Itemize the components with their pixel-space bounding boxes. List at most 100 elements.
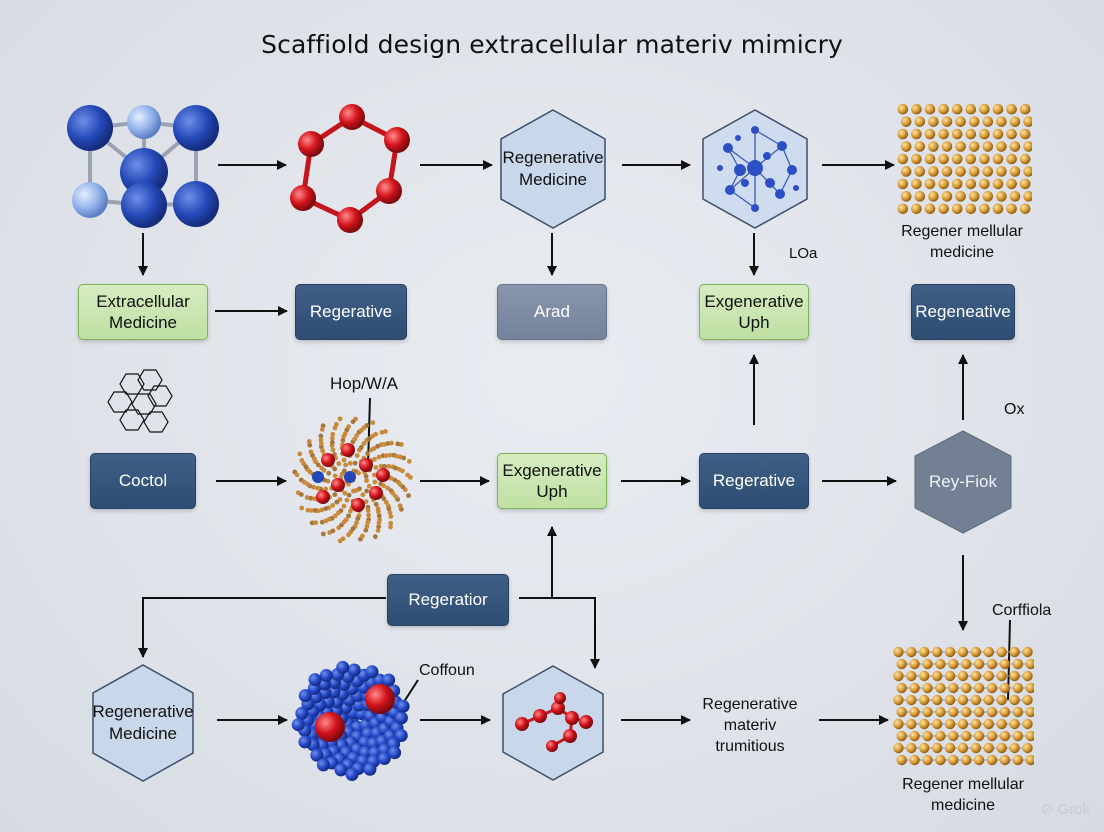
gold-particle (914, 141, 926, 152)
blue-sphere (347, 663, 361, 677)
protein-atom (398, 442, 404, 447)
gold-particle (957, 742, 969, 754)
protein-atom (309, 508, 314, 513)
gold-particle (986, 754, 998, 766)
gold-particle (999, 754, 1011, 766)
gold-particle (955, 191, 966, 202)
protein-atom (388, 514, 394, 519)
gold-particle (906, 670, 917, 682)
protein-atom (346, 492, 352, 498)
hexagon-red-molecule-icon (502, 665, 604, 781)
protein-atom (332, 425, 338, 431)
gold-particle (1009, 742, 1020, 754)
gold-particle (961, 682, 972, 694)
gold-particle (928, 166, 939, 177)
gold-particle (931, 694, 943, 706)
gold-particle (973, 658, 985, 670)
blue-sphere (310, 748, 324, 762)
blue-sphere (319, 669, 333, 683)
gold-particle (1023, 166, 1032, 177)
protein-atom (318, 433, 324, 439)
gold-particle (1022, 670, 1033, 682)
gold-particle (938, 153, 949, 165)
gold-particle (996, 742, 1007, 754)
protein-atom (381, 463, 387, 469)
gold-particle (938, 203, 949, 215)
red-atom (351, 498, 365, 512)
hex-label-regenerative-medicine: Regenerative Medicine (502, 147, 604, 189)
protein-atom (343, 462, 348, 468)
blue-sphere (345, 767, 359, 781)
blue-sphere (394, 729, 408, 743)
protein-atom (318, 441, 324, 447)
protein-atom (388, 440, 394, 446)
gold-particle (996, 694, 1007, 706)
gold-particle (906, 742, 917, 754)
gold-particle (1022, 718, 1033, 730)
gold-particle (970, 718, 982, 730)
gold-particle-lattice-bottom-icon (893, 646, 1034, 766)
box-extracellular-medicine: Extracellular Medicine (78, 284, 208, 340)
gold-particle (983, 694, 995, 706)
label-ox: Ox (1004, 401, 1025, 418)
gold-particle (979, 153, 990, 165)
protein-atom (306, 439, 312, 444)
blue-sphere (298, 735, 312, 749)
red-ring-molecule-icon (290, 104, 410, 233)
gold-particle (931, 670, 943, 682)
gold-particle (979, 178, 990, 190)
gold-particle (896, 682, 907, 694)
blue-sphere (377, 752, 391, 766)
gold-particle (983, 718, 995, 730)
gold-particle (1019, 203, 1031, 215)
protein-atom (336, 461, 342, 467)
gold-particle (922, 730, 933, 742)
gold-particle (896, 706, 907, 718)
gold-particle (968, 191, 980, 202)
gold-particle (983, 646, 995, 658)
gold-particle (979, 103, 990, 115)
protein-atom (315, 462, 321, 468)
protein-atom (330, 431, 336, 437)
gold-particle (1025, 754, 1034, 766)
protein-atom (364, 524, 370, 529)
gold-particle (982, 191, 994, 202)
gold-particle (1009, 718, 1020, 730)
gold-particle (909, 658, 920, 670)
gold-particle (965, 203, 977, 215)
protein-atom (303, 464, 309, 470)
gold-particle (1012, 682, 1024, 694)
gold-particle (951, 203, 963, 215)
blue-sphere (298, 689, 312, 703)
protein-atom (372, 534, 378, 540)
gold-particle (919, 694, 930, 706)
gold-particle (1006, 103, 1017, 115)
watermark-icon: ⊘ (1040, 801, 1054, 818)
gold-particle (957, 718, 969, 730)
gold-particle (1023, 191, 1032, 202)
protein-atom (320, 448, 325, 454)
protein-atom (311, 484, 317, 490)
protein-atom (388, 520, 394, 526)
gold-particle (896, 730, 907, 742)
gold-particle (955, 166, 966, 177)
box-exgenerative-uph-mid: Exgenerative Uph (497, 453, 607, 509)
protein-atom (352, 436, 358, 442)
protein-atom (320, 423, 326, 429)
protein-atom (297, 451, 303, 457)
protein-atom (386, 506, 392, 512)
gold-particle (968, 116, 980, 127)
protein-atom (341, 503, 347, 509)
gold-particle (996, 191, 1007, 202)
gold-particle (919, 718, 930, 730)
gold-particle (992, 178, 1004, 190)
protein-atom (340, 536, 346, 542)
gold-particle (948, 754, 959, 766)
caption-regener-mellular-top: Regener mellular medicine (901, 223, 1023, 261)
gold-particle (999, 706, 1011, 718)
gold-particle (900, 191, 912, 202)
gold-particle (986, 706, 998, 718)
gold-particle (1009, 191, 1021, 202)
gold-particle (922, 682, 933, 694)
gold-particle (944, 670, 956, 682)
